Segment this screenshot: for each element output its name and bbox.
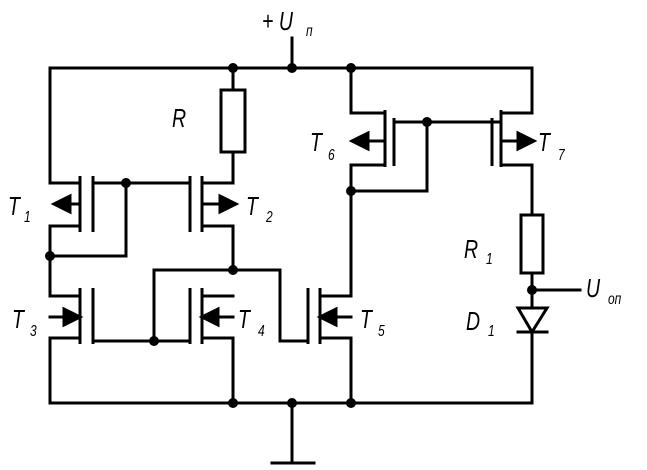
transistor-t2 <box>48 176 235 272</box>
output-label: U <box>586 273 601 303</box>
label-r: R <box>172 103 187 133</box>
label-d1: D <box>466 306 481 336</box>
supply-plus-sign: + <box>262 6 274 36</box>
ground-rail <box>48 401 534 465</box>
t6-arrow-icon <box>348 130 370 152</box>
label-d1-sub: 1 <box>488 323 495 340</box>
label-t6: T <box>310 127 322 157</box>
supply-label: + U <box>262 8 293 34</box>
transistor-t7 <box>490 66 534 217</box>
label-t3-sub: 3 <box>30 323 37 340</box>
diode-d1 <box>515 306 550 405</box>
transistor-t6 <box>349 66 503 298</box>
label-t7: T <box>538 127 550 157</box>
label-t2: T <box>246 191 258 221</box>
transistor-t5 <box>278 288 353 405</box>
label-t6-sub: 6 <box>328 147 335 164</box>
label-t4-sub: 4 <box>258 323 265 340</box>
label-r1-sub: 1 <box>486 251 493 268</box>
resistor-r <box>219 66 247 185</box>
label-t1: T <box>8 191 20 221</box>
output-subscript: оп <box>608 291 622 308</box>
label-t7-sub: 7 <box>558 147 565 164</box>
transistor-t1 <box>48 66 192 232</box>
t1-arrow-icon <box>50 193 72 215</box>
label-t4: T <box>238 304 250 334</box>
label-t2-sub: 2 <box>266 209 273 226</box>
t3-arrow-icon <box>62 306 84 328</box>
supply-subscript: п <box>306 23 313 40</box>
junction-dots <box>45 63 537 408</box>
t5-arrow-icon <box>316 306 338 328</box>
t2-arrow-icon <box>218 193 240 215</box>
label-t1-sub: 1 <box>24 209 31 226</box>
supply-symbol: U <box>278 6 293 36</box>
t7-arrow-icon <box>516 130 538 152</box>
t4-arrow-icon <box>198 306 220 328</box>
label-t3: T <box>12 304 24 334</box>
label-t5: T <box>360 304 372 334</box>
label-r1: R <box>464 234 479 264</box>
label-t5-sub: 5 <box>378 323 385 340</box>
